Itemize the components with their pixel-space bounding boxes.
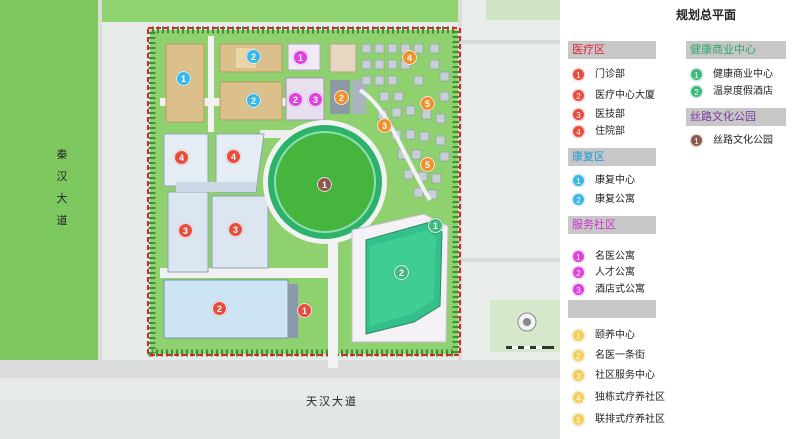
map-marker: 4	[402, 50, 417, 65]
legend-marker-icon: 2	[690, 84, 703, 98]
legend-item-label: 康复公寓	[595, 194, 635, 205]
legend-marker-icon: 1	[690, 133, 703, 147]
legend-item: 1 名医公寓	[572, 249, 635, 265]
legend-item: 2 康复公寓	[572, 192, 635, 208]
map-marker: 1	[297, 303, 312, 318]
road-label-west: 秦汉大道	[56, 149, 68, 227]
map-marker: 2	[246, 49, 261, 64]
map-marker: 5	[420, 96, 435, 111]
legend-item-label: 温泉度假酒店	[713, 86, 773, 97]
map-marker: 3	[178, 223, 193, 238]
map-marker: 1	[317, 177, 332, 192]
legend-marker-icon: 4	[572, 390, 585, 404]
legend-item: 5 联排式疗养社区	[572, 412, 665, 428]
legend-item-label: 颐养中心	[595, 330, 635, 341]
map-marker: 2	[394, 265, 409, 280]
legend-item: 4 独栋式疗养社区	[572, 390, 665, 406]
legend-item: 1 颐养中心	[572, 328, 635, 344]
legend-item-label: 门诊部	[595, 69, 625, 80]
legend-item-label: 住院部	[595, 126, 625, 137]
legend-item-label: 联排式疗养社区	[595, 414, 665, 425]
legend-marker-icon: 1	[572, 173, 585, 187]
map-marker: 3	[308, 92, 323, 107]
legend-marker-icon: 4	[572, 124, 585, 138]
legend-item-label: 独栋式疗养社区	[595, 392, 665, 403]
legend-category: 丝路文化公园	[686, 108, 786, 126]
map-marker: 3	[377, 118, 392, 133]
legend-item-label: 丝路文化公园	[713, 135, 773, 146]
legend-item: 3 社区服务中心	[572, 368, 655, 384]
legend-item-label: 医技部	[595, 109, 625, 120]
plan-title: 规划总平面	[676, 8, 737, 22]
legend-category: 健康商业中心	[686, 41, 786, 59]
legend-item: 2 温泉度假酒店	[690, 84, 773, 100]
legend-category: 康复区	[568, 148, 656, 166]
legend-item: 3 医技部	[572, 107, 625, 123]
legend-item: 1 门诊部	[572, 67, 625, 83]
legend-item-label: 康复中心	[595, 175, 635, 186]
legend-marker-icon: 2	[572, 348, 585, 362]
road-label-south: 天汉大道	[306, 396, 358, 408]
legend-item: 2 人才公寓	[572, 265, 635, 281]
legend-marker-icon: 2	[572, 265, 585, 279]
legend-marker-icon: 2	[572, 192, 585, 206]
legend-item-label: 人才公寓	[595, 267, 635, 278]
map-marker: 4	[174, 150, 189, 165]
map-marker: 1	[293, 50, 308, 65]
legend-item-label: 健康商业中心	[713, 69, 773, 80]
map-marker: 5	[420, 157, 435, 172]
map-marker: 2	[288, 92, 303, 107]
legend-marker-icon: 5	[572, 412, 585, 426]
map-marker: 1	[428, 218, 443, 233]
map-marker: 2	[212, 301, 227, 316]
legend-item: 3 酒店式公寓	[572, 282, 645, 298]
legend-panel: 规划总平面 医疗区 1 门诊部 2 医疗中心大厦 3 医技部 4 住院部康复区 1 康复中心 2 康复公…	[560, 0, 792, 439]
map-marker: 2	[246, 93, 261, 108]
legend-category	[568, 300, 656, 318]
legend-category: 服务社区	[568, 216, 656, 234]
legend-item-label: 名医公寓	[595, 251, 635, 262]
legend-marker-icon: 1	[572, 67, 585, 81]
legend-item-label: 医疗中心大厦	[595, 90, 655, 101]
legend-item: 4 住院部	[572, 124, 625, 140]
legend-item-label: 酒店式公寓	[595, 284, 645, 295]
legend-item: 2 名医一条街	[572, 348, 645, 364]
legend-item-label: 社区服务中心	[595, 370, 655, 381]
legend-item: 2 医疗中心大厦	[572, 88, 655, 104]
legend-item: 1 康复中心	[572, 173, 635, 189]
legend-category: 医疗区	[568, 41, 656, 59]
legend-marker-icon: 1	[572, 249, 585, 263]
site-plan-drawing	[0, 0, 560, 378]
map-marker: 2	[334, 90, 349, 105]
map-marker: 4	[226, 149, 241, 164]
legend-marker-icon: 1	[690, 67, 703, 81]
legend-marker-icon: 3	[572, 107, 585, 121]
map-marker: 1	[176, 71, 191, 86]
legend-marker-icon: 2	[572, 88, 585, 102]
legend-item: 1 健康商业中心	[690, 67, 773, 83]
legend-item: 1 丝路文化公园	[690, 133, 773, 149]
map-marker: 3	[228, 222, 243, 237]
legend-marker-icon: 1	[572, 328, 585, 342]
legend-item-label: 名医一条街	[595, 350, 645, 361]
legend-marker-icon: 3	[572, 282, 585, 296]
legend-marker-icon: 3	[572, 368, 585, 382]
